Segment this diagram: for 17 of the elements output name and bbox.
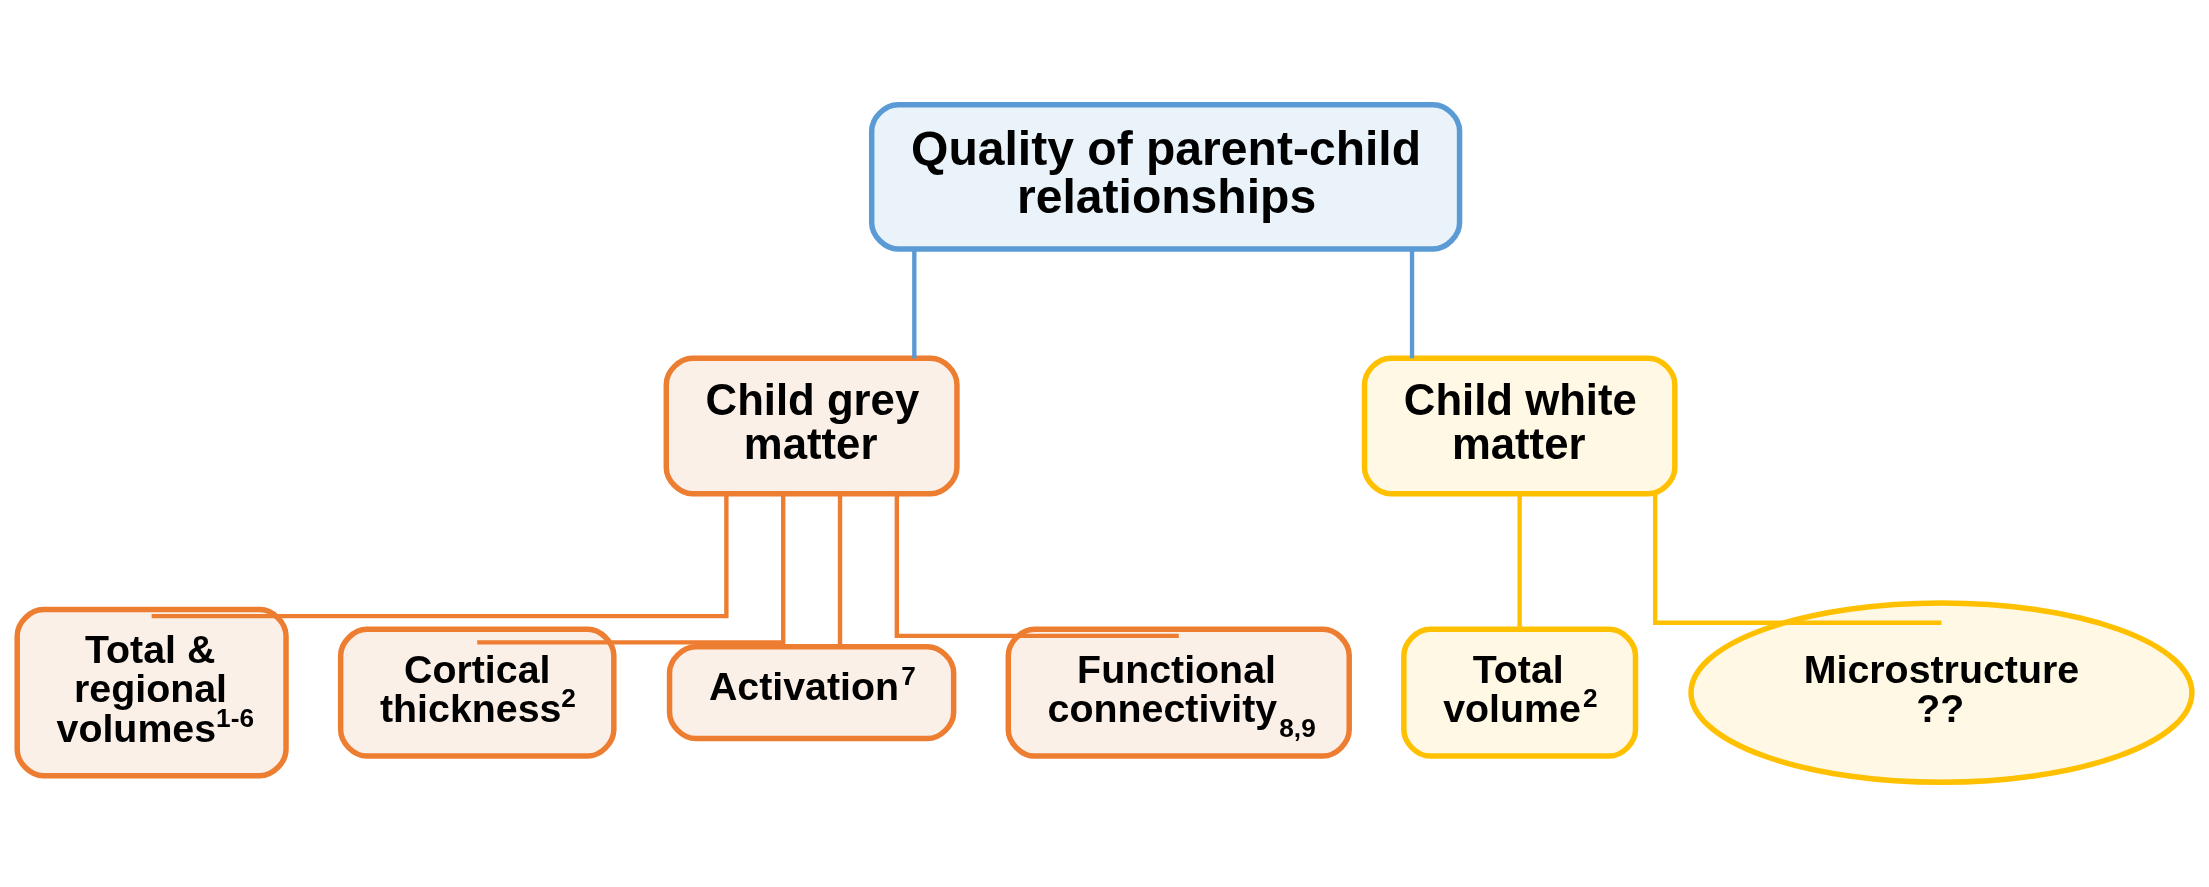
connector [894, 493, 1179, 639]
node-box: Activation$^{7}$ [666, 644, 957, 742]
node-ellipse: Microstructure ?? [1688, 600, 2195, 785]
connector [837, 493, 843, 647]
connector [477, 493, 786, 645]
node-box: Quality of parent-child relationships [868, 102, 1463, 252]
connector [912, 249, 917, 359]
node-box: Total volume$^{2}$ [1401, 626, 1639, 759]
node-box: Total & regional volumes$^{1-6}$ [14, 606, 289, 779]
connector [1409, 249, 1415, 359]
node-box: Cortical thickness$^{2}$ [337, 626, 617, 759]
connector [1517, 493, 1522, 630]
connector [151, 493, 729, 619]
node-box: Functional connectivity$_{8,9}$ [1005, 626, 1352, 759]
node-box: Child white matter [1361, 355, 1678, 497]
node-box: Child grey matter [663, 355, 960, 497]
connector [1653, 493, 1942, 625]
